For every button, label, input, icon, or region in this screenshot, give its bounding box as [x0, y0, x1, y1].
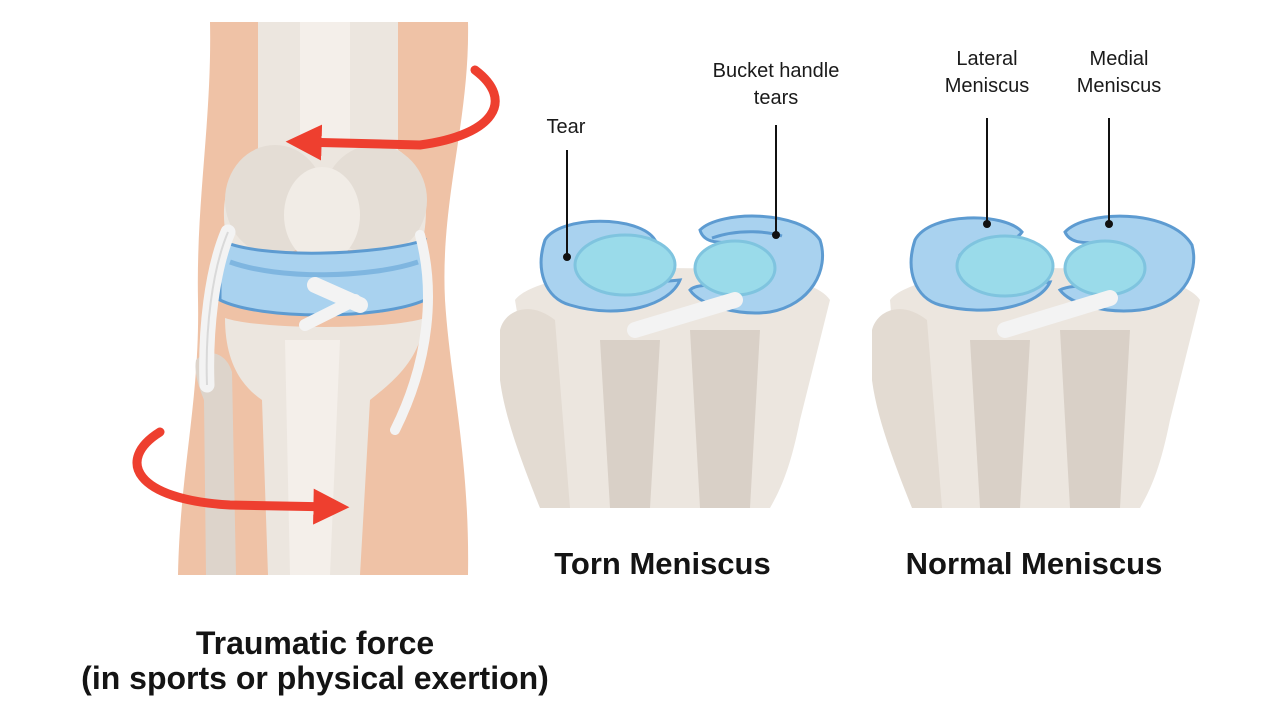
lateral-meniscus-label-line1: Lateral	[956, 48, 1018, 70]
traumatic-force-caption: Traumatic force (in sports or physical e…	[40, 626, 590, 696]
normal-meniscus-illustration	[872, 118, 1200, 508]
lateral-meniscus-label: Lateral Meniscus	[937, 46, 1037, 100]
tear-label: Tear	[536, 114, 596, 141]
medial-meniscus-label-line2: Meniscus	[1076, 75, 1162, 97]
traumatic-force-caption-line1: Traumatic force	[195, 625, 435, 661]
torn-meniscus-illustration	[500, 125, 830, 508]
bucket-handle-label-line1: Bucket handle	[712, 60, 840, 82]
bucket-handle-label: Bucket handle tears	[696, 58, 856, 112]
medial-ligament	[390, 230, 433, 435]
force-arrow-lower	[132, 427, 350, 525]
medial-meniscus-label-line1: Medial	[1089, 48, 1149, 70]
fibula-bone	[195, 353, 236, 575]
normal-meniscus-caption: Normal Meniscus	[905, 546, 1163, 581]
torn-meniscus-caption: Torn Meniscus	[554, 546, 771, 581]
bucket-handle-label-line2: tears	[753, 87, 799, 109]
lateral-meniscus-label-line2: Meniscus	[944, 75, 1030, 97]
knee-front-view	[132, 22, 500, 575]
force-arrow-upper	[285, 65, 500, 161]
traumatic-force-caption-line2: (in sports or physical exertion)	[81, 660, 549, 696]
medial-meniscus-label: Medial Meniscus	[1064, 46, 1174, 100]
tear-label-text: Tear	[546, 116, 586, 138]
